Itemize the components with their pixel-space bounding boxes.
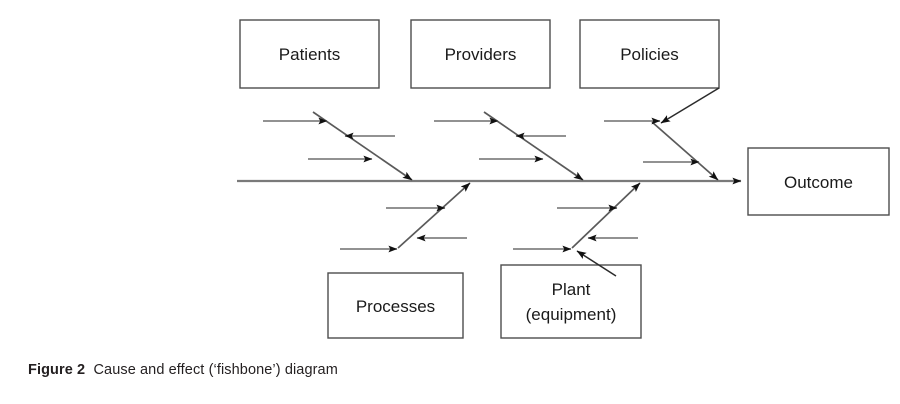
bone-processes xyxy=(397,182,471,249)
cause-box-providers-rect xyxy=(410,19,551,89)
twig-policies-1-diagonal xyxy=(660,87,720,124)
bone-policies xyxy=(651,121,719,181)
fishbone-diagram: Patients Providers Policies Processes Pl… xyxy=(237,19,890,339)
cause-box-plant-label-line2: (equipment) xyxy=(526,305,617,324)
cause-box-policies-label: Policies xyxy=(620,45,679,64)
cause-box-plant[interactable]: Plant (equipment) xyxy=(500,264,642,339)
bone-patients xyxy=(312,111,413,181)
cause-box-patients-rect xyxy=(239,19,380,89)
cause-box-policies[interactable]: Policies xyxy=(579,19,720,89)
cause-box-patients-label: Patients xyxy=(279,45,340,64)
cause-box-patients[interactable]: Patients xyxy=(239,19,380,89)
cause-box-plant-label-line1: Plant xyxy=(552,280,591,299)
cause-box-processes-rect xyxy=(327,272,464,339)
cause-box-policies-rect xyxy=(579,19,720,89)
cause-box-providers[interactable]: Providers xyxy=(410,19,551,89)
cause-box-plant-rect xyxy=(500,264,642,339)
cause-box-processes-label: Processes xyxy=(356,297,435,316)
outcome-box-rect xyxy=(747,147,890,216)
cause-box-processes[interactable]: Processes xyxy=(327,272,464,339)
figure-caption: Figure 2 Cause and effect (‘fishbone’) d… xyxy=(28,362,828,378)
figure-caption-text: Cause and effect (‘fishbone’) diagram xyxy=(93,362,338,378)
bone-plant xyxy=(571,182,641,249)
outcome-box-label: Outcome xyxy=(784,173,853,192)
outcome-box[interactable]: Outcome xyxy=(747,147,890,216)
cause-box-providers-label: Providers xyxy=(445,45,517,64)
twig-plant-4-diagonal xyxy=(576,250,617,277)
bone-providers xyxy=(483,111,584,181)
figure-caption-label: Figure 2 xyxy=(28,362,86,378)
